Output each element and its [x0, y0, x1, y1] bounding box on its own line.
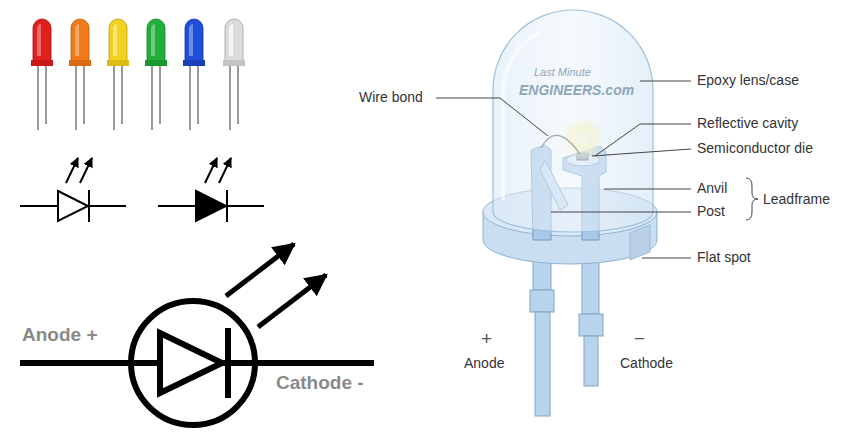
- terminal-label: Cathode -: [276, 372, 364, 394]
- watermark: ENGINEERS.com: [519, 82, 634, 98]
- polarity-sign: −: [634, 328, 645, 350]
- watermark: Last Minute: [534, 66, 591, 79]
- green-led: [145, 19, 167, 130]
- terminal-label: Anode: [464, 355, 504, 371]
- flat-spot: [630, 225, 650, 260]
- leader-lines: [436, 81, 758, 258]
- epoxy-lens: [493, 10, 653, 232]
- blue-led: [183, 19, 205, 130]
- led-row: [31, 19, 245, 130]
- part-label: Leadframe: [763, 191, 830, 207]
- part-label: Post: [697, 203, 725, 219]
- anode-leg: [530, 240, 554, 416]
- part-label: Reflective cavity: [697, 115, 798, 131]
- yellow-led: [107, 19, 129, 130]
- part-label: Wire bond: [359, 89, 423, 105]
- led-symbol-outline: [20, 158, 126, 222]
- part-label: Flat spot: [697, 249, 751, 265]
- terminal-label: Cathode: [620, 355, 673, 371]
- leadframe-brace: [746, 178, 758, 220]
- clear-led: [223, 19, 245, 130]
- part-label: Epoxy lens/case: [697, 72, 799, 88]
- orange-led: [69, 19, 91, 130]
- led-symbol-filled: [158, 158, 264, 222]
- terminal-label: Anode +: [22, 324, 97, 346]
- red-led: [31, 19, 53, 130]
- part-label: Semiconductor die: [697, 140, 813, 156]
- polarity-sign: +: [481, 328, 492, 350]
- led-symbol-large: [20, 244, 374, 425]
- part-label: Anvil: [697, 180, 727, 196]
